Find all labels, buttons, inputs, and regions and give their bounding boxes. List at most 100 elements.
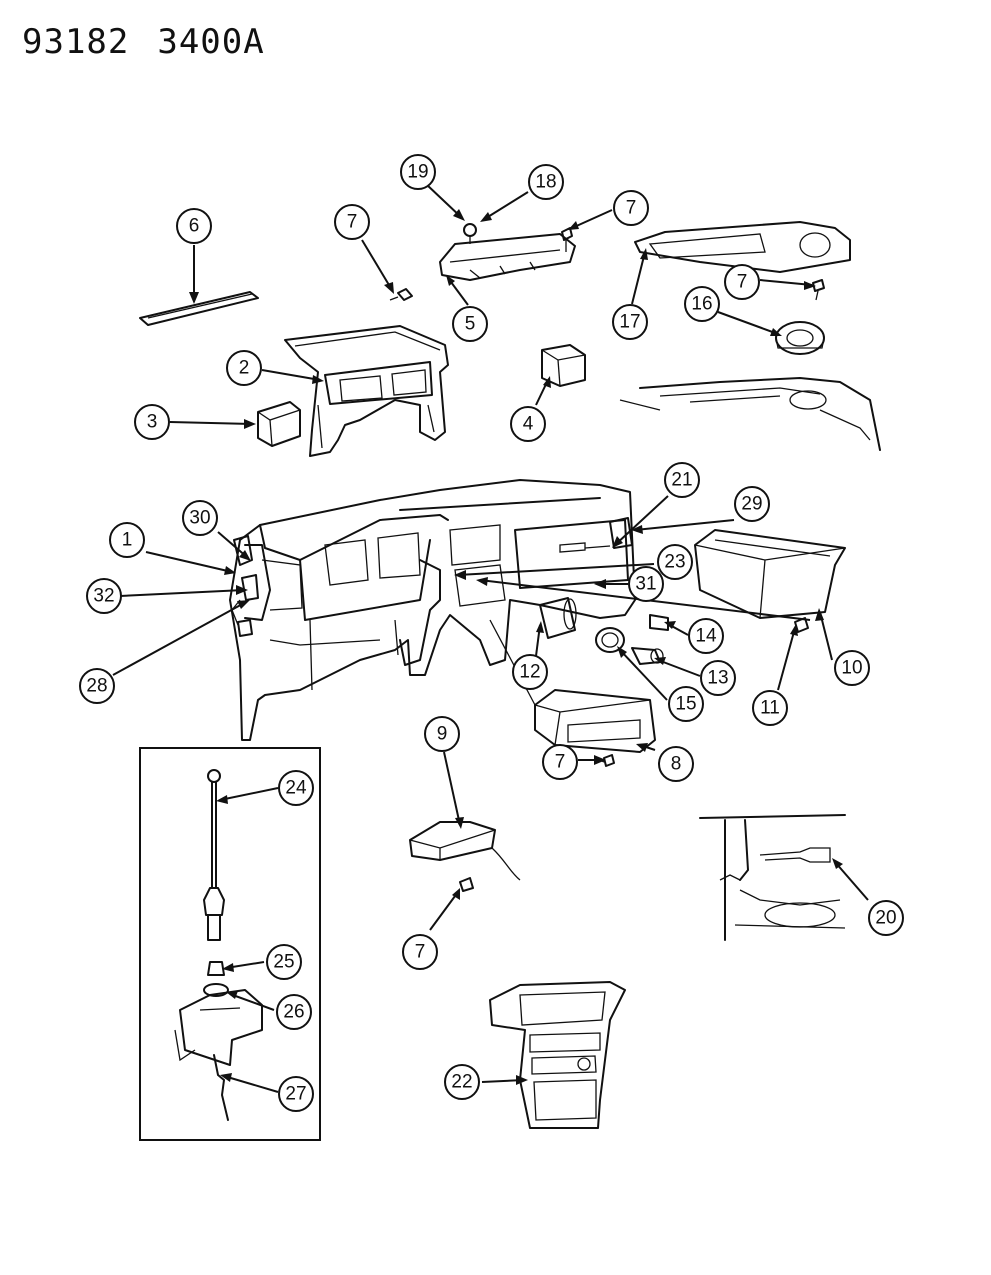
svg-text:4: 4: [523, 414, 534, 435]
svg-text:24: 24: [285, 778, 307, 799]
svg-text:21: 21: [671, 470, 692, 491]
leader-lines: [112, 183, 869, 1093]
svg-text:12: 12: [519, 662, 540, 683]
callout-1: 1: [109, 522, 145, 558]
antenna-inset-frame: [139, 747, 321, 1141]
callout-2: 2: [226, 350, 262, 386]
center-bezel-part: [489, 981, 626, 1129]
callout-7: 7: [334, 204, 370, 240]
svg-text:2: 2: [239, 358, 250, 379]
dash-pad-part: [634, 221, 851, 273]
switch-block-part: [257, 401, 301, 447]
callout-7: 7: [724, 264, 760, 300]
callout-9: 9: [424, 716, 460, 752]
svg-text:22: 22: [451, 1072, 472, 1093]
callout-29: 29: [734, 486, 770, 522]
callout-31: 31: [628, 566, 664, 602]
callout-21: 21: [664, 462, 700, 498]
callout-7: 7: [542, 744, 578, 780]
callout-11: 11: [752, 690, 788, 726]
callout-26: 26: [276, 994, 312, 1030]
glove-box-door-part: [609, 517, 633, 549]
callout-12: 12: [512, 654, 548, 690]
figure-code: 3400A: [157, 22, 265, 62]
antenna-base-part: [174, 961, 263, 1121]
svg-text:15: 15: [675, 694, 696, 715]
callout-22: 22: [444, 1064, 480, 1100]
callout-18: 18: [528, 164, 564, 200]
trim-strip-part: [139, 291, 259, 326]
callout-16: 16: [684, 286, 720, 322]
svg-text:7: 7: [415, 942, 426, 963]
svg-text:30: 30: [189, 508, 210, 529]
leader-arrowheads: [189, 209, 843, 1085]
svg-text:25: 25: [273, 952, 294, 973]
cluster-bezel-part: [284, 325, 449, 457]
svg-text:28: 28: [86, 676, 107, 697]
screw-part: [459, 877, 474, 892]
callout-3: 3: [134, 404, 170, 440]
callout-23: 23: [657, 544, 693, 580]
svg-text:1: 1: [122, 530, 133, 551]
plug-part: [649, 614, 669, 631]
speaker-part: [775, 321, 825, 355]
svg-text:19: 19: [407, 162, 428, 183]
callout-13: 13: [700, 660, 736, 696]
left-panel-pieces: [233, 535, 259, 637]
callout-24: 24: [278, 770, 314, 806]
svg-text:11: 11: [760, 698, 780, 719]
svg-text:20: 20: [875, 908, 896, 929]
screw-part: [389, 288, 413, 301]
dash-top-detail: [619, 377, 881, 451]
cigar-lighter-housing-part: [539, 597, 577, 639]
callout-8: 8: [658, 746, 694, 782]
callout-17: 17: [612, 304, 648, 340]
callout-15: 15: [668, 686, 704, 722]
screw-part: [812, 279, 825, 301]
svg-text:31: 31: [635, 574, 656, 595]
module-bracket-part: [409, 821, 521, 881]
callout-4: 4: [510, 406, 546, 442]
svg-text:10: 10: [841, 658, 862, 679]
svg-text:7: 7: [347, 212, 358, 233]
svg-text:6: 6: [189, 216, 200, 237]
svg-text:29: 29: [741, 494, 762, 515]
glove-box-bin-part: [694, 529, 846, 619]
radio-part: [489, 619, 656, 753]
connector-detail-view: [699, 814, 846, 941]
svg-text:26: 26: [283, 1002, 304, 1023]
svg-text:16: 16: [691, 294, 712, 315]
svg-text:18: 18: [535, 172, 556, 193]
callout-32: 32: [86, 578, 122, 614]
svg-text:5: 5: [465, 314, 476, 335]
switch-block-right-part: [541, 344, 586, 387]
svg-text:3: 3: [147, 412, 158, 433]
instrument-panel-assembly: [229, 479, 636, 741]
svg-text:7: 7: [626, 198, 637, 219]
callout-30: 30: [182, 500, 218, 536]
svg-text:8: 8: [671, 754, 682, 775]
svg-text:27: 27: [285, 1084, 306, 1105]
callout-19: 19: [400, 154, 436, 190]
svg-text:13: 13: [707, 668, 728, 689]
callout-27: 27: [278, 1076, 314, 1112]
bezel-ring-part: [595, 627, 625, 653]
svg-text:23: 23: [664, 552, 685, 573]
svg-text:7: 7: [737, 272, 748, 293]
callout-5: 5: [452, 306, 488, 342]
knob-part: [631, 647, 664, 665]
callout-6: 6: [176, 208, 212, 244]
screw-part: [561, 227, 573, 252]
svg-text:17: 17: [619, 312, 640, 333]
callout-20: 20: [868, 900, 904, 936]
callout-28: 28: [79, 668, 115, 704]
svg-text:7: 7: [555, 752, 566, 773]
callout-25: 25: [266, 944, 302, 980]
antenna-mast-part: [203, 769, 225, 941]
svg-text:32: 32: [93, 586, 114, 607]
callout-7: 7: [402, 934, 438, 970]
svg-text:14: 14: [695, 626, 717, 647]
